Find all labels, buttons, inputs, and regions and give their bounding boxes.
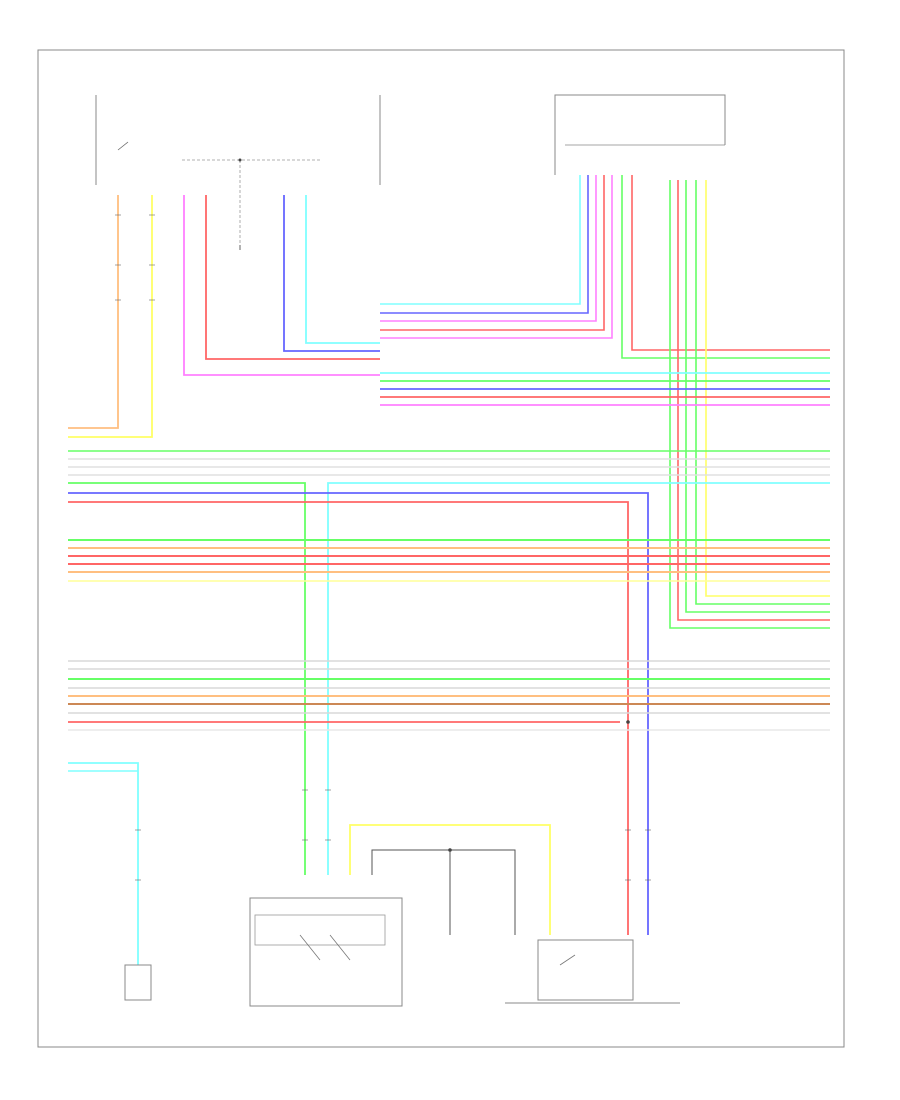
passenger-sensor-box [124,964,152,1001]
wire-yellow-left [68,195,153,438]
wire-cyan-sensor [68,762,139,965]
module-wires-group-b [669,180,830,629]
power-window-switch-inner [254,914,386,946]
bus-block-3 [68,660,830,731]
connector-marks [115,214,651,881]
junction-dots [238,158,630,852]
door-lock-actuator-box [537,939,634,1001]
wire-cyan-switch [305,195,380,344]
diagram-frame [37,49,845,1048]
wire-orange-left [68,195,119,429]
power-window-switch-box [249,897,403,1007]
top-switch-group [95,95,381,250]
top-right-module [554,94,726,175]
bus-right-upper [380,372,830,406]
wire-black-bottom [371,849,516,935]
wire-pink-switch [183,195,380,376]
wire-yellow-bottom [349,824,551,935]
wire-red-switch [205,195,380,360]
bus-block-2 [68,539,830,582]
module-wires-group-a [380,175,830,359]
wire-blue-switch [283,195,380,352]
bus-block-1 [68,450,830,935]
